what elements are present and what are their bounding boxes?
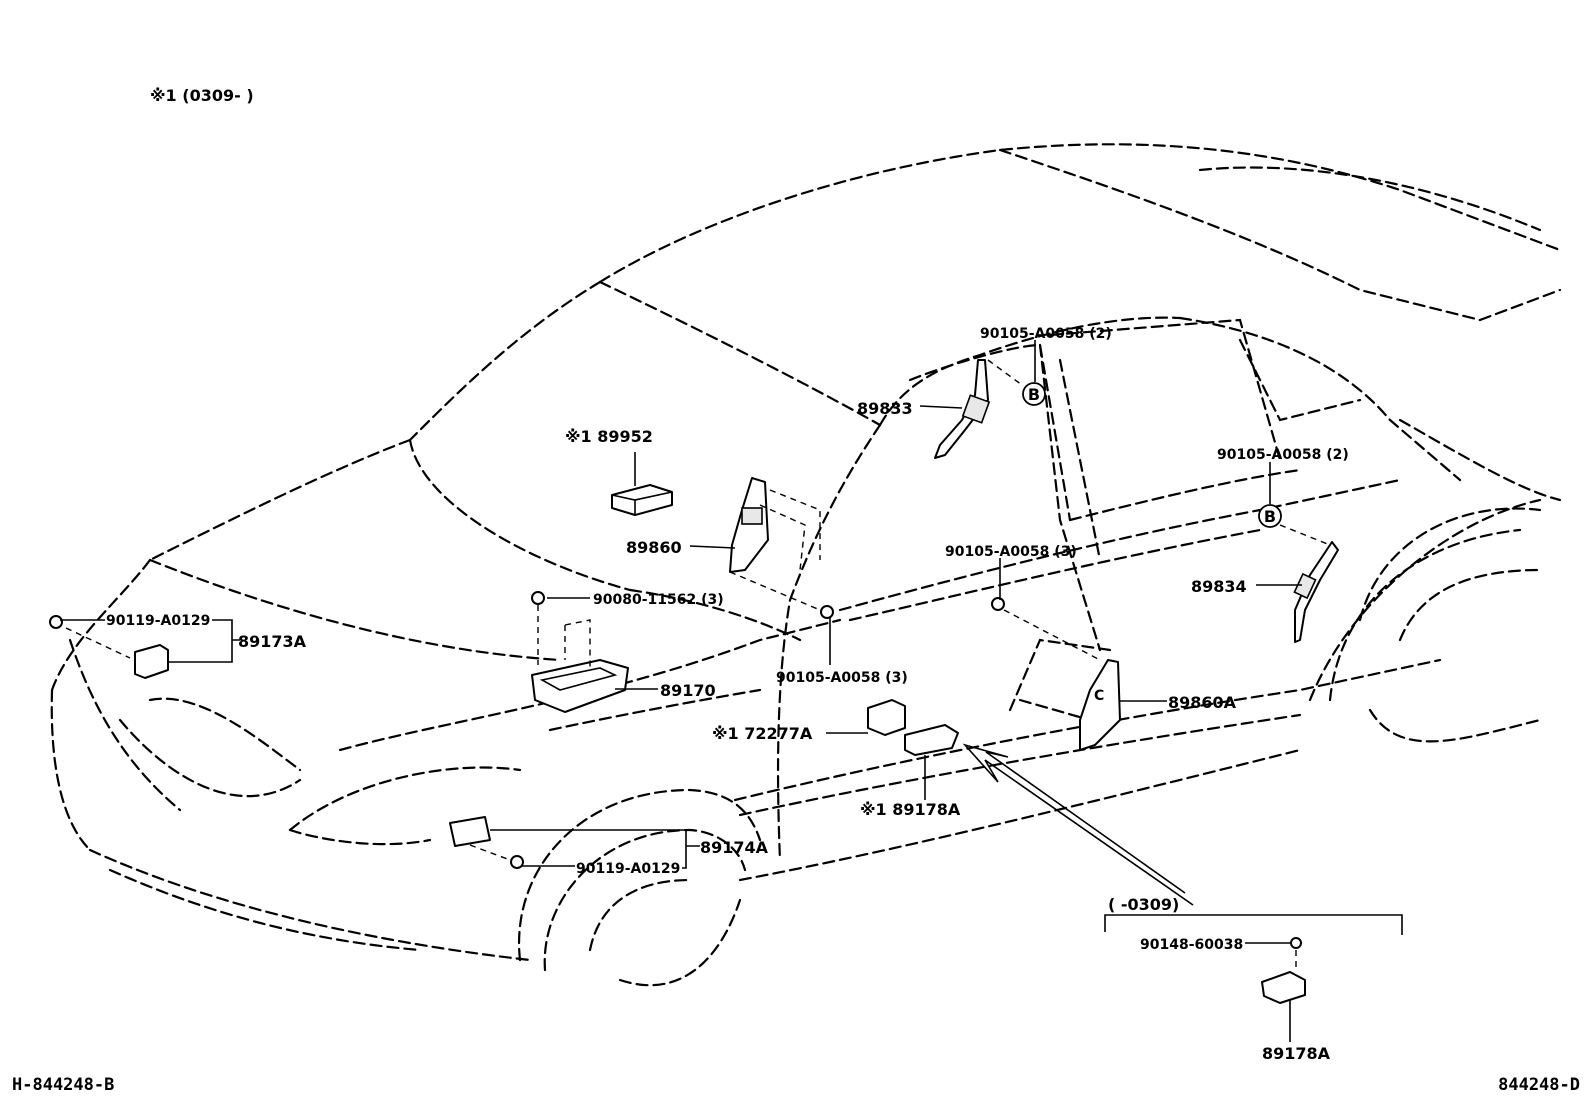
part-89178A-inset-sensor xyxy=(1261,971,1306,1004)
part-89833-sensor xyxy=(934,359,991,459)
label-89173A: 89173A xyxy=(238,632,307,651)
header-note: ※1 (0309- ) xyxy=(150,86,254,105)
label-90105-rear: 90105-A0058 (2) xyxy=(1217,447,1349,463)
bracket-mark-c: C xyxy=(1094,688,1104,704)
pointer-arrow xyxy=(962,743,1194,906)
label-90080: 90080-11562 (3) xyxy=(593,592,724,608)
label-89178A-inset: 89178A xyxy=(1262,1044,1331,1063)
inset-bracket xyxy=(1104,914,1403,935)
part-89860A-bracket: C xyxy=(1079,659,1121,751)
label-90105-mid: 90105-A0058 (3) xyxy=(945,544,1077,560)
marker-b1: B xyxy=(1022,382,1046,406)
label-90105-lower: 90105-A0058 (3) xyxy=(776,670,908,686)
car-outline xyxy=(50,143,1562,987)
label-90119-top: 90119-A0129 xyxy=(106,613,210,629)
marker-b1-text: B xyxy=(1028,385,1040,404)
label-range-note: ( -0309) xyxy=(1108,895,1179,914)
bolt-icon xyxy=(991,597,1005,611)
label-89174A: 89174A xyxy=(700,838,769,857)
label-89178A-main: ※1 89178A xyxy=(860,800,961,819)
part-labels: ※1 (0309- ) ※1 89952 89833 90105-A0058 (… xyxy=(12,86,1580,1095)
label-90148: 90148-60038 xyxy=(1140,937,1243,953)
label-90105-top: 90105-A0058 (2) xyxy=(980,326,1112,342)
part-89174A-sensor xyxy=(449,816,491,847)
bolt-icon xyxy=(820,605,834,619)
part-72277A-connector xyxy=(867,699,906,736)
label-72277A: ※1 72277A xyxy=(712,724,813,743)
label-89952: ※1 89952 xyxy=(565,427,653,446)
marker-b2-text: B xyxy=(1264,507,1276,526)
label-89860: 89860 xyxy=(626,538,682,557)
marker-b2: B xyxy=(1258,504,1282,528)
bolts xyxy=(49,591,1302,949)
bolt-icon xyxy=(531,591,545,605)
label-89170: 89170 xyxy=(660,681,716,700)
footer-code-right: 844248-D xyxy=(1498,1075,1580,1095)
part-89834-sensor xyxy=(1293,541,1339,643)
bolt-icon xyxy=(1290,937,1302,949)
part-89952-sensor xyxy=(611,484,673,516)
part-89173A-sensor xyxy=(134,644,169,679)
part-89860-bracket xyxy=(729,477,769,573)
label-89860A: 89860A xyxy=(1168,693,1237,712)
footer-code-left: H-844248-B xyxy=(12,1075,114,1095)
bolt-icon xyxy=(49,615,63,629)
bolt-icon xyxy=(510,855,524,869)
part-89178A-sensor xyxy=(904,724,959,756)
label-89834: 89834 xyxy=(1191,577,1247,596)
label-90119-bottom: 90119-A0129 xyxy=(576,861,680,877)
label-89833: 89833 xyxy=(857,399,913,418)
leader-lines xyxy=(60,340,1331,1042)
part-89170-ecu xyxy=(531,659,629,713)
